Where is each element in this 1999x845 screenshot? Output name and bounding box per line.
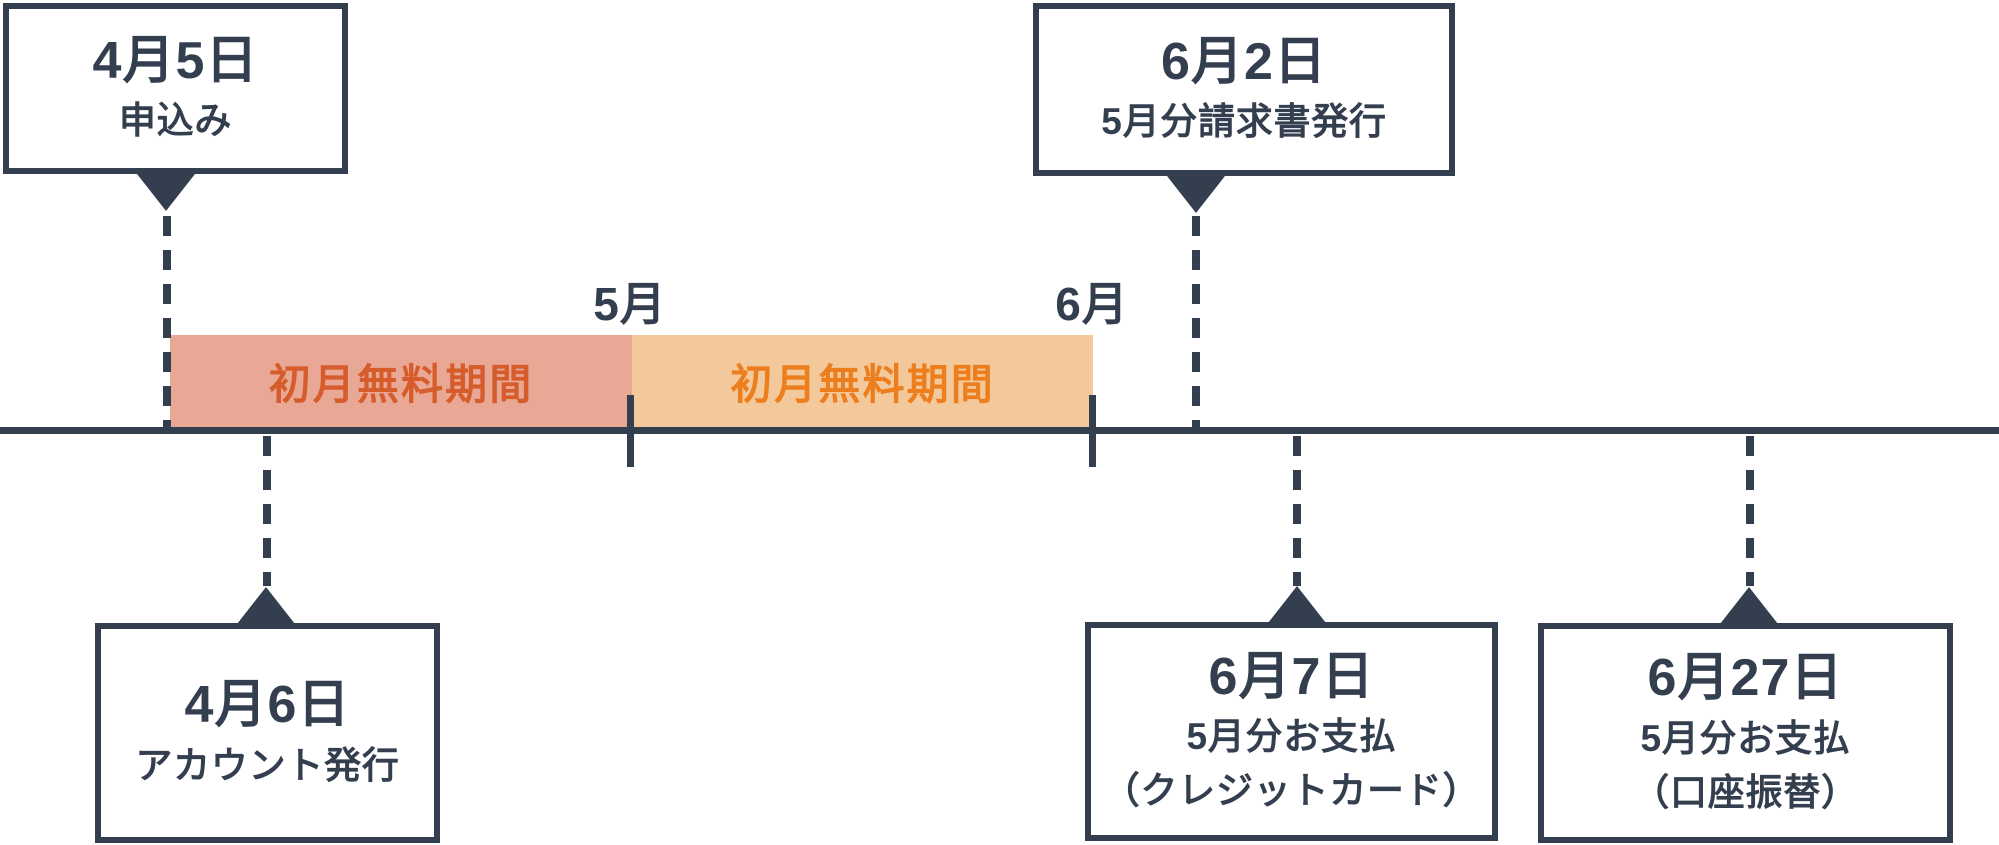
callout-account: 4月6日 アカウント発行 <box>95 623 440 843</box>
callout-apply: 4月5日 申込み <box>3 3 348 174</box>
callout-bank-transfer-payment: 6月27日 5月分お支払 （口座振替） <box>1538 623 1953 843</box>
callout-bank-transfer-date: 6月27日 <box>1647 649 1844 707</box>
free-period-bar-may-label: 初月無料期間 <box>730 360 995 408</box>
dashed-connector-credit-card <box>1293 436 1301 586</box>
callout-credit-card-line2: （クレジットカード） <box>1102 770 1481 812</box>
callout-apply-pointer-down-icon <box>137 174 195 211</box>
callout-account-label: アカウント発行 <box>135 744 400 786</box>
callout-credit-card-date: 6月7日 <box>1208 647 1375 706</box>
callout-invoice-pointer-down-icon <box>1167 176 1225 213</box>
callout-account-date: 4月6日 <box>184 676 351 735</box>
callout-bank-transfer-line2: （口座振替） <box>1632 771 1859 813</box>
callout-apply-label: 申込み <box>118 100 233 142</box>
callout-credit-card-pointer-up-icon <box>1268 586 1326 623</box>
free-period-bar-april-label: 初月無料期間 <box>268 360 534 408</box>
callout-bank-transfer-line1: 5月分お支払 <box>1640 717 1851 759</box>
month-tick-may <box>627 395 634 467</box>
dashed-connector-invoice <box>1192 216 1200 427</box>
callout-credit-card-payment: 6月7日 5月分お支払 （クレジットカード） <box>1085 622 1498 841</box>
callout-invoice-label: 5月分請求書発行 <box>1101 101 1387 143</box>
callout-bank-transfer-pointer-up-icon <box>1720 587 1778 624</box>
dashed-connector-bank-transfer <box>1746 436 1754 586</box>
month-tick-june <box>1089 395 1096 467</box>
month-label-may: 5月 <box>593 278 667 330</box>
callout-invoice: 6月2日 5月分請求書発行 <box>1033 3 1455 176</box>
free-period-bar-may: 初月無料期間 <box>632 335 1093 427</box>
timeline-axis <box>0 427 1999 434</box>
callout-credit-card-line1: 5月分お支払 <box>1186 716 1397 758</box>
dashed-connector-apply <box>163 216 171 427</box>
free-period-bar-april: 初月無料期間 <box>170 335 632 427</box>
month-label-june: 6月 <box>1055 278 1129 330</box>
dashed-connector-account <box>263 436 271 586</box>
callout-invoice-date: 6月2日 <box>1161 32 1327 91</box>
callout-apply-date: 4月5日 <box>92 31 259 90</box>
callout-account-pointer-up-icon <box>237 587 295 624</box>
